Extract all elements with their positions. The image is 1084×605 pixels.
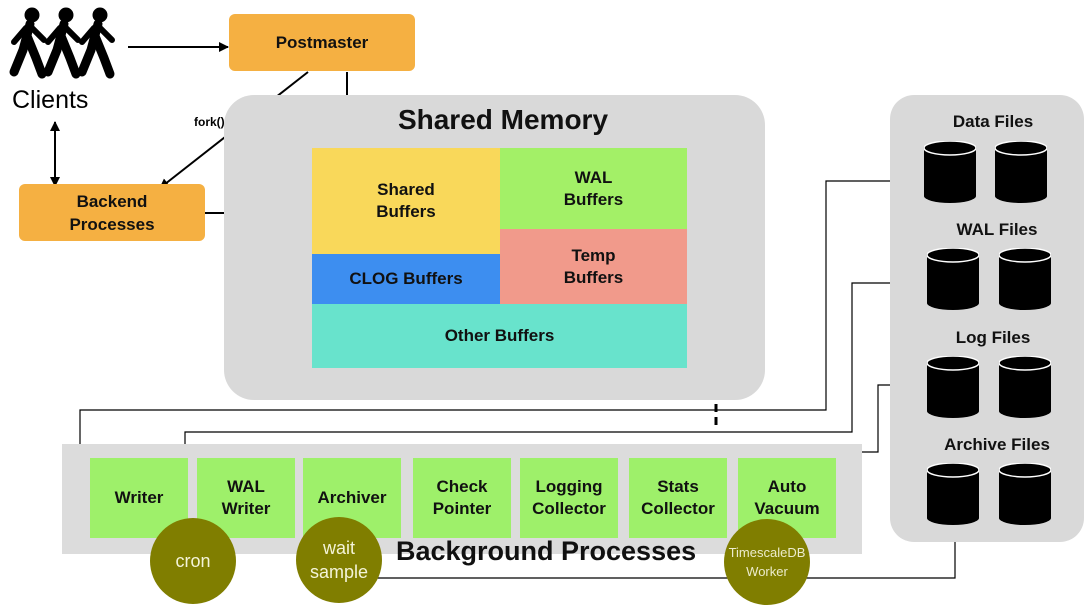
shared-buffers: Shared Buffers: [312, 148, 500, 254]
backend-processes-box: Backend Processes: [19, 184, 205, 241]
process-archiver-line1: Archiver: [317, 488, 387, 507]
other-buffers-label: Other Buffers: [444, 326, 555, 345]
wal-files-label: WAL Files: [956, 220, 1038, 239]
postmaster-label: Postmaster: [275, 32, 369, 52]
wait-sample-circle: wait sample: [296, 517, 382, 603]
timescaledb-worker-circle: TimescaleDB Worker: [724, 519, 810, 605]
clients-label: Clients: [12, 86, 89, 114]
process-wal-writer-line2: Writer: [221, 499, 271, 518]
arrow-timescale-archive-files: [350, 531, 960, 579]
process-logging-collector-line1: Logging: [535, 477, 603, 496]
database-cylinder-icon: [994, 140, 1048, 208]
wait-sample-line2: sample: [309, 562, 369, 582]
process-logging-collector-line2: Collector: [532, 499, 606, 518]
database-cylinder-icon: [926, 247, 980, 315]
fork-label: fork(): [194, 115, 225, 129]
postmaster-box: Postmaster: [229, 14, 415, 71]
shared-buffers-line1: Shared: [377, 180, 435, 199]
shared-memory-title: Shared Memory: [397, 104, 609, 135]
shared-buffers-line2: Buffers: [376, 202, 436, 221]
temp-buffers-line1: Temp: [571, 245, 616, 265]
backend-line2: Processes: [69, 214, 155, 234]
wait-sample-line1: wait: [322, 538, 355, 558]
process-stats-collector-line2: Collector: [641, 499, 715, 518]
backend-line1: Backend: [76, 191, 148, 211]
clog-buffers-label: CLOG Buffers: [349, 269, 463, 288]
process-check-pointer: Check Pointer: [413, 458, 511, 538]
process-stats-collector-line1: Stats: [657, 477, 699, 496]
process-auto-vacuum-line1: Auto: [767, 477, 807, 496]
process-check-pointer-line2: Pointer: [432, 499, 492, 518]
files-panel: [890, 95, 1084, 542]
cron-circle: cron: [150, 518, 236, 604]
data-files-label: Data Files: [952, 112, 1034, 131]
database-cylinder-icon: [926, 355, 980, 423]
wal-buffers-line2: Buffers: [563, 189, 624, 209]
database-cylinder-icon: [923, 140, 977, 208]
clog-buffers: CLOG Buffers: [312, 254, 500, 304]
process-stats-collector: Stats Collector: [629, 458, 727, 538]
background-processes-title: Background Processes: [396, 536, 697, 566]
arrow-writer-data-files: [79, 176, 919, 500]
process-logging-collector: Logging Collector: [520, 458, 618, 538]
wal-buffers-line1: WAL: [574, 167, 613, 187]
other-buffers: Other Buffers: [312, 304, 687, 368]
process-auto-vacuum-line2: Vacuum: [754, 499, 820, 518]
database-cylinder-icon: [998, 462, 1052, 530]
temp-buffers: Temp Buffers: [500, 229, 687, 304]
process-wal-writer: WAL Writer: [197, 458, 295, 538]
process-wal-writer-line1: WAL: [227, 477, 265, 496]
clients-icon: [6, 6, 124, 86]
temp-buffers-line2: Buffers: [563, 267, 624, 287]
process-check-pointer-line1: Check: [436, 477, 488, 496]
timescaledb-line2: Worker: [746, 564, 788, 579]
database-cylinder-icon: [998, 247, 1052, 315]
log-files-label: Log Files: [955, 328, 1031, 347]
process-writer-line1: Writer: [114, 488, 164, 507]
timescaledb-line1: TimescaleDB: [728, 545, 806, 560]
database-cylinder-icon: [926, 462, 980, 530]
cron-label: cron: [175, 550, 211, 571]
database-cylinder-icon: [998, 355, 1052, 423]
archive-files-label: Archive Files: [944, 435, 1050, 454]
wal-buffers: WAL Buffers: [500, 148, 687, 229]
